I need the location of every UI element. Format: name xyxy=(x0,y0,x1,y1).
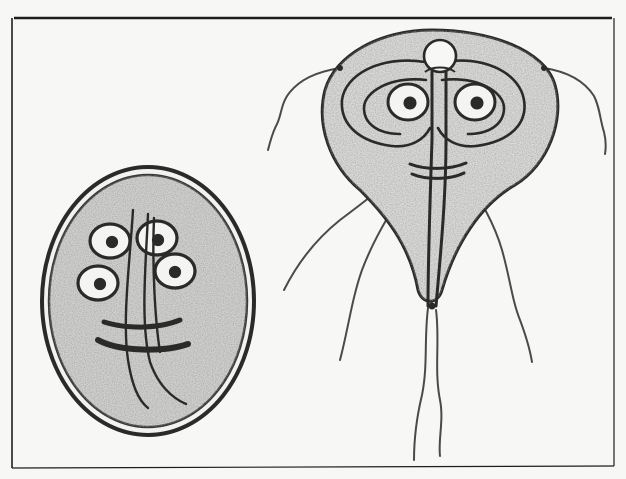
trophozoite-nucleus-right xyxy=(455,84,495,120)
insertion-left xyxy=(337,65,343,71)
flagellum-caudal-2 xyxy=(436,310,441,456)
cyst-nucleus-1 xyxy=(90,224,130,258)
cyst-nucleus-4 xyxy=(155,254,195,288)
trophozoite-nucleus-left xyxy=(388,84,428,120)
trophozoite xyxy=(268,25,606,460)
basal-bodies xyxy=(424,40,456,72)
cyst xyxy=(40,167,260,435)
frame-bottom-line xyxy=(12,466,614,468)
insertion-right xyxy=(541,65,547,71)
flagellum-caudal-1 xyxy=(414,308,428,460)
insertion-tail xyxy=(429,303,436,310)
cyst-nucleus-3 xyxy=(78,266,118,300)
cyst-nucleus-2 xyxy=(137,221,177,255)
